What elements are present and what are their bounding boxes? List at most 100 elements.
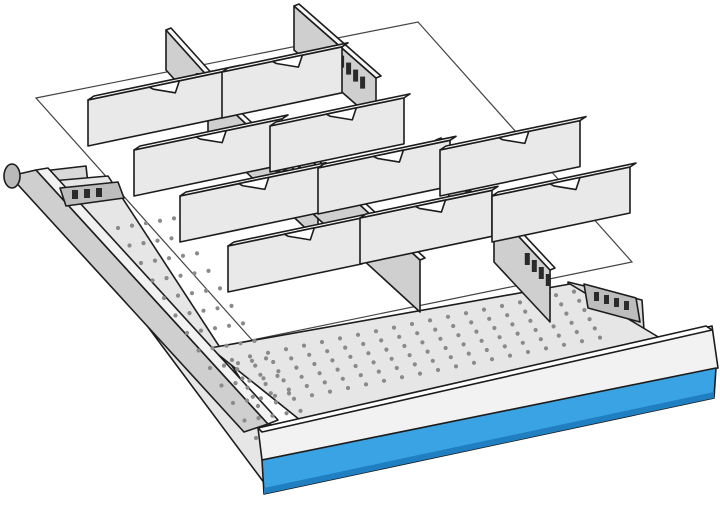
perforation-dot-35 [196, 348, 201, 353]
perforation-dot-72 [253, 363, 258, 368]
perforation-dot-88 [309, 393, 315, 398]
perforation-dot-123 [412, 362, 417, 367]
perforation-dot-74 [263, 381, 268, 387]
perforation-dot-66 [235, 367, 240, 372]
perforation-dot-54 [286, 391, 292, 396]
cross-partition-8 [133, 114, 289, 197]
perforation-dot-115 [384, 347, 389, 352]
perforation-dot-22 [189, 291, 195, 296]
perforation-dot-121 [402, 343, 407, 349]
perforation-dot-75 [268, 391, 273, 396]
divider-slot [545, 274, 551, 286]
perforation-dot-52 [258, 396, 264, 401]
perforation-dot-82 [291, 396, 297, 401]
label-strip-shade [264, 392, 714, 494]
perforation-dot-18 [192, 271, 197, 276]
perforation-dot-47 [247, 378, 252, 383]
perforation-dot-112 [381, 378, 387, 383]
floor-perforations [115, 216, 603, 441]
perforation-dot-133 [438, 336, 443, 341]
cross-partition-7 [221, 41, 349, 119]
perforation-dot-100 [345, 385, 351, 391]
slotted-insert-right [583, 283, 641, 323]
perforation-dot-65 [229, 357, 235, 363]
perforation-dot-25 [173, 313, 178, 318]
perforation-dot-37 [224, 343, 229, 348]
perforation-dot-162 [523, 309, 528, 314]
perforation-dot-42 [235, 361, 241, 366]
perforation-dot-73 [258, 372, 263, 377]
perforation-dot-11 [152, 258, 158, 263]
perforation-dot-104 [353, 363, 358, 369]
cross-partition-12 [439, 115, 587, 197]
perforation-dot-181 [582, 307, 587, 313]
perforation-dot-184 [597, 335, 603, 340]
perforation-dot-148 [489, 357, 495, 362]
perforation-dot-155 [499, 303, 505, 309]
perforation-dot-90 [307, 352, 312, 357]
perforation-dot-70 [255, 403, 261, 409]
perforation-dot-107 [355, 332, 361, 337]
perforation-dot-84 [289, 356, 294, 361]
perforation-dot-7 [155, 238, 160, 243]
perforation-dot-103 [348, 354, 353, 359]
perforation-dot-36 [210, 346, 215, 351]
perforation-dot-68 [245, 385, 250, 390]
perforation-dot-81 [286, 387, 291, 392]
perforation-dot-78 [271, 359, 276, 365]
perforation-dot-161 [517, 300, 523, 305]
perforation-dot-96 [325, 349, 330, 354]
perforation-dot-5 [127, 243, 132, 248]
perforation-dot-21 [175, 293, 181, 298]
perforation-dot-26 [187, 311, 192, 316]
rail-knob-icon [3, 163, 21, 189]
perforation-dot-139 [456, 333, 461, 338]
perforation-dot-183 [592, 326, 597, 331]
drawer-front-handle-top [257, 325, 713, 433]
perforation-dot-137 [445, 314, 451, 319]
perforation-dot-105 [358, 373, 363, 378]
perforation-dot-67 [240, 376, 245, 381]
cross-partition-14 [359, 185, 499, 265]
perforation-dot-134 [443, 345, 448, 351]
perforation-dot-3 [157, 218, 163, 223]
perforation-dot-114 [379, 338, 384, 343]
perforation-dot-117 [394, 365, 399, 371]
perforation-dot-85 [294, 365, 299, 370]
perforation-dot-92 [317, 371, 322, 376]
perforation-dot-44 [263, 356, 269, 361]
perforation-dot-145 [474, 329, 479, 334]
perforation-dot-130 [435, 367, 441, 373]
perforation-dot-48 [261, 376, 266, 381]
perforation-dot-116 [389, 356, 394, 361]
perforation-dot-49 [275, 373, 280, 378]
perforation-dot-129 [430, 358, 435, 363]
perforation-dot-58 [284, 411, 289, 416]
perforation-dot-98 [335, 367, 340, 372]
perforation-dot-124 [417, 371, 423, 376]
perforation-dot-4 [171, 216, 177, 221]
perforation-dot-132 [433, 327, 438, 332]
perforation-dot-32 [212, 326, 218, 331]
perforation-dot-102 [343, 345, 348, 350]
perforation-dot-110 [371, 360, 376, 365]
perforation-dot-71 [247, 354, 253, 359]
perforation-dot-23 [203, 288, 209, 293]
perforation-dot-76 [273, 400, 279, 405]
perforation-dot-118 [399, 375, 405, 380]
perforation-dot-176 [569, 320, 574, 325]
perforation-dot-1 [129, 223, 135, 228]
perforation-dot-15 [150, 278, 155, 283]
slotted-insert-left [59, 181, 125, 207]
divider-slot [353, 69, 359, 82]
perforation-dot-86 [299, 374, 304, 379]
perforation-dot-2 [143, 221, 149, 226]
perforation-dot-53 [272, 393, 278, 398]
perforation-dot-174 [559, 302, 564, 307]
perforation-dot-59 [298, 408, 303, 413]
perforation-dot-182 [587, 317, 592, 322]
perforation-dot-56 [256, 416, 261, 421]
perforation-dot-154 [507, 353, 513, 358]
perforation-dot-43 [249, 358, 255, 363]
